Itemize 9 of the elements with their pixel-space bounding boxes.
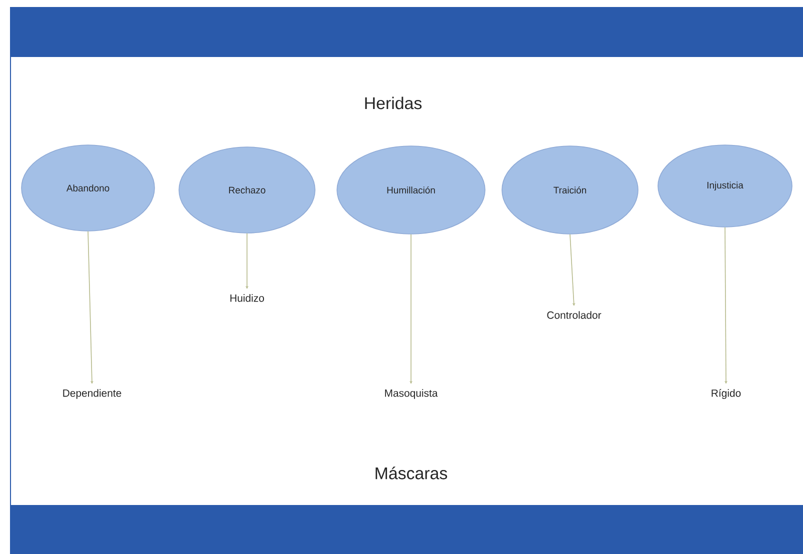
mask-label: Huidizo xyxy=(230,294,264,302)
mask-label: Masoquista xyxy=(385,389,438,399)
mask-label: Controlador xyxy=(547,311,602,319)
heading: Máscaras xyxy=(376,466,448,480)
mask-label: Dependiente xyxy=(63,389,122,399)
arrow xyxy=(88,231,94,384)
heading: Heridas xyxy=(365,96,422,110)
mask-label: Rígido xyxy=(712,389,741,399)
arrow xyxy=(570,234,576,306)
